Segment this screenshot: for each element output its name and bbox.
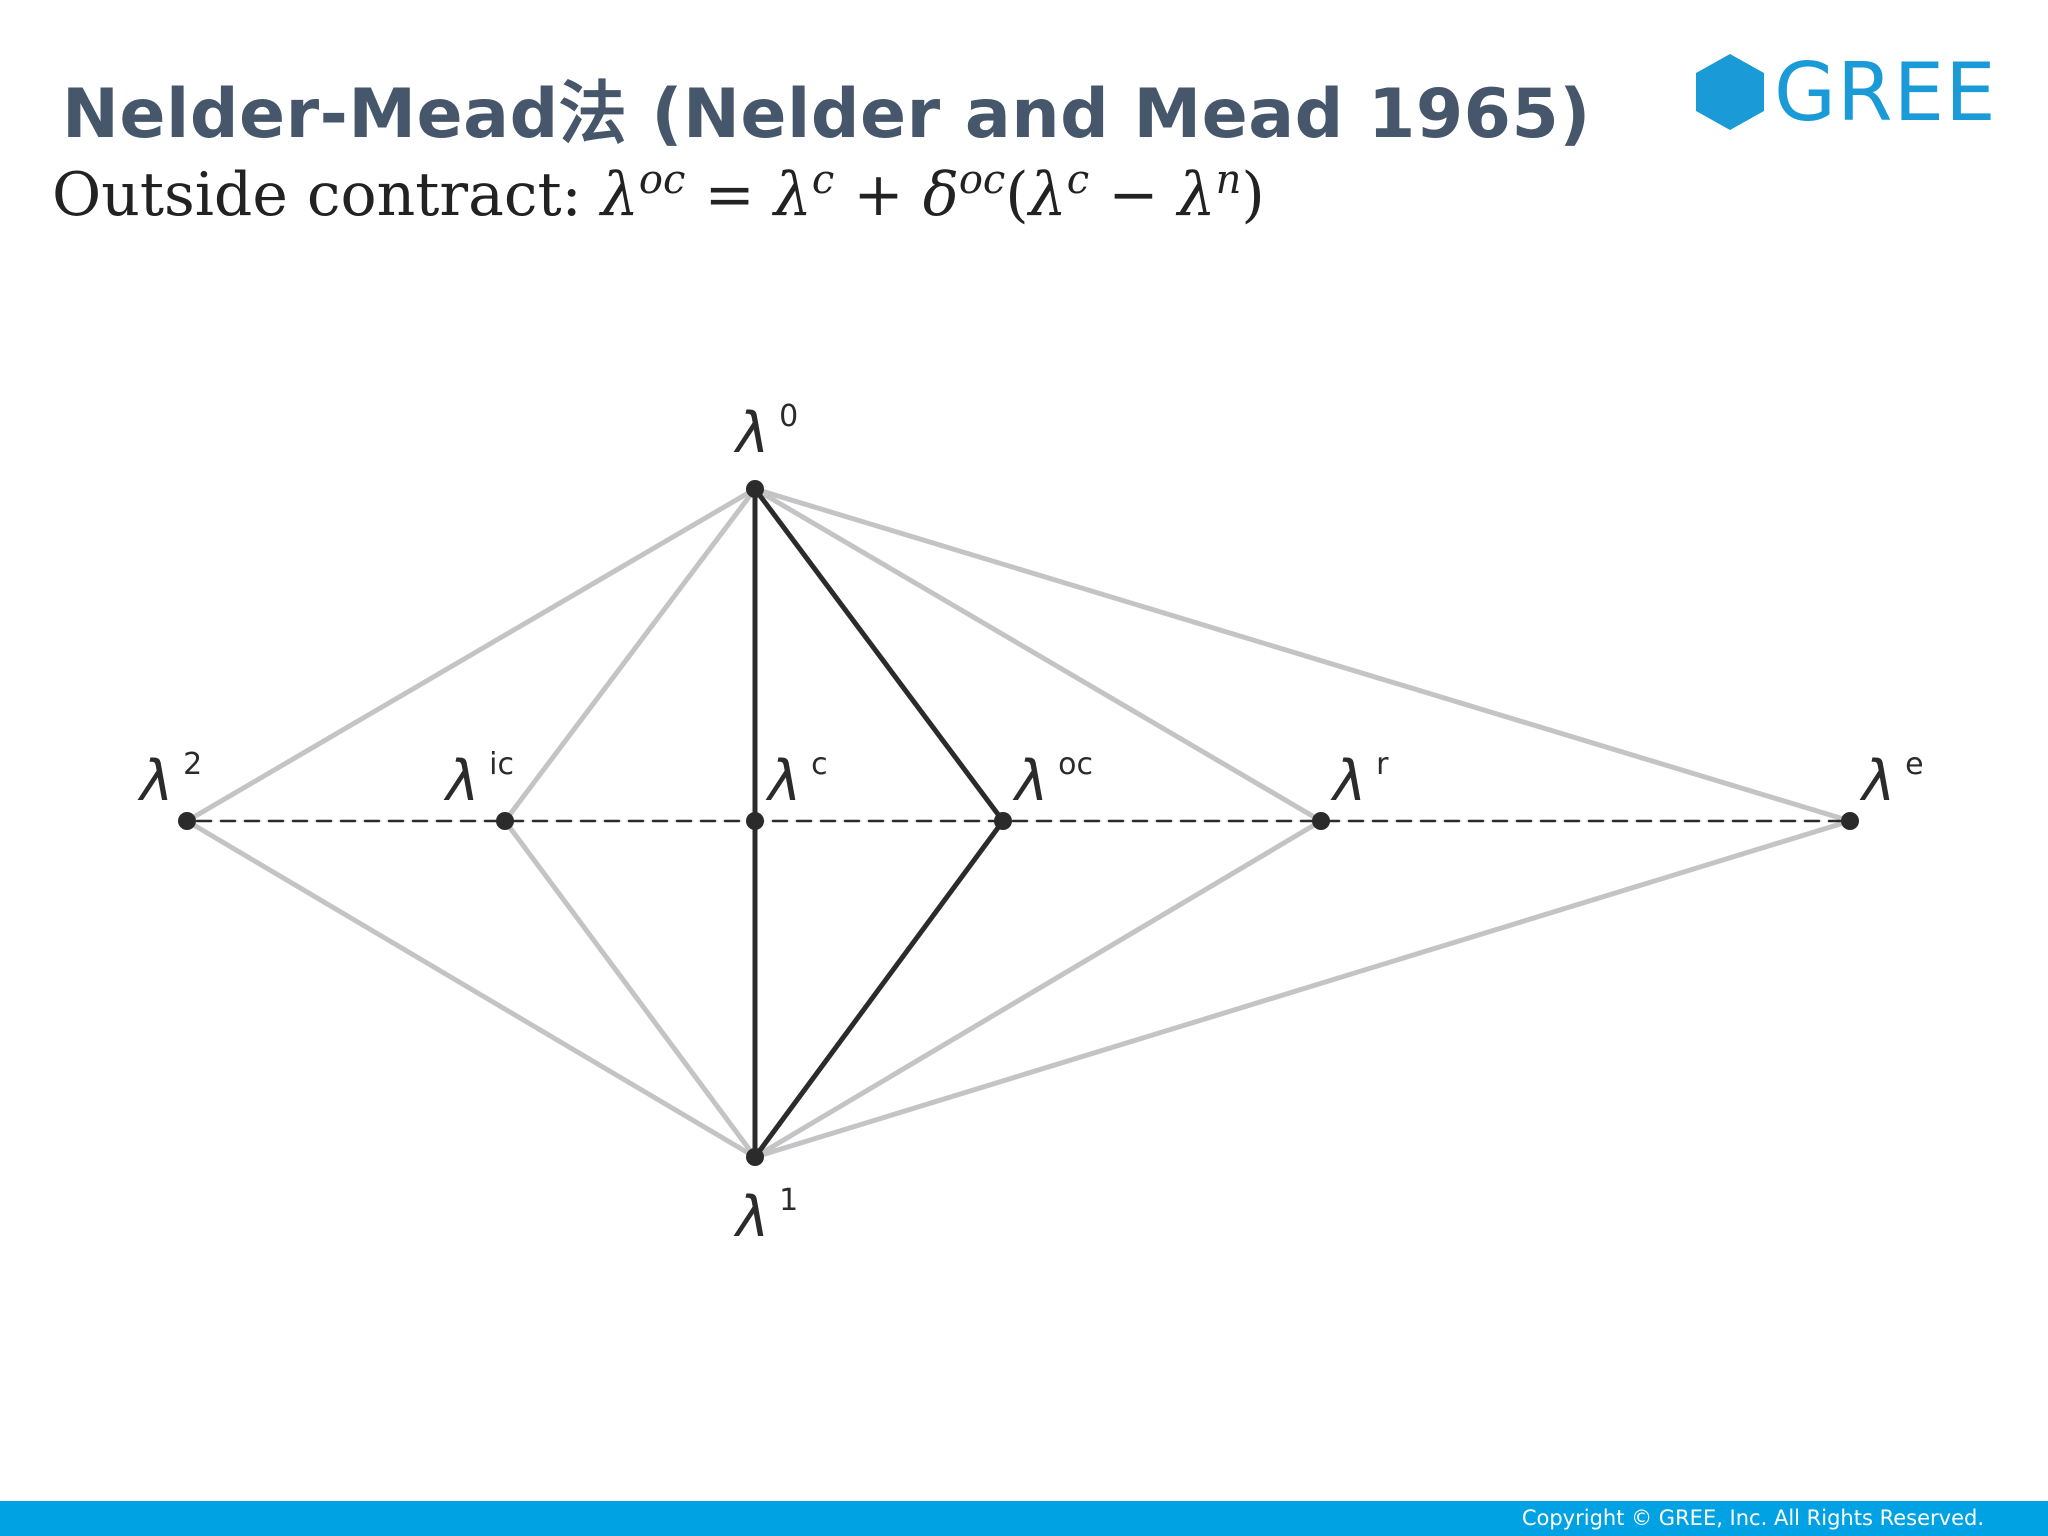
point-l1 <box>746 1148 764 1166</box>
formula-open-paren: ( <box>1005 160 1029 230</box>
label-lr-symbol: λ <box>1330 749 1366 814</box>
copyright-text: Copyright © GREE, Inc. All Rights Reserv… <box>1521 1506 1984 1530</box>
edge-l1-lr <box>752 818 1324 1160</box>
label-l1-symbol: λ <box>733 1185 769 1250</box>
formula-label: Outside contract: <box>52 160 582 230</box>
label-l1-superscript: 1 <box>779 1183 798 1218</box>
footer-bar: Copyright © GREE, Inc. All Rights Reserv… <box>0 1501 2048 1536</box>
formula-plus: + <box>853 160 904 230</box>
label-le-symbol: λ <box>1859 749 1895 814</box>
formula-minus: − <box>1108 160 1159 230</box>
point-lr <box>1312 812 1330 830</box>
formula-delta: δ <box>922 160 959 230</box>
label-l2-symbol: λ <box>137 749 173 814</box>
label-lr-superscript: r <box>1376 747 1389 782</box>
label-l0-superscript: 0 <box>779 399 798 434</box>
label-loc-superscript: oc <box>1058 747 1093 782</box>
point-loc <box>994 812 1012 830</box>
hexagon-logo-icon <box>1696 54 1764 130</box>
formula-lhs-sup: oc <box>638 157 686 203</box>
edge-l1-loc <box>752 818 1006 1160</box>
formula-term3-sup: n <box>1215 157 1242 203</box>
formula-term3: λ <box>1177 160 1216 230</box>
formula-term1: λ <box>773 160 812 230</box>
edge-l0-lic <box>502 486 758 824</box>
edge-l0-le <box>752 486 1853 824</box>
point-le <box>1841 812 1859 830</box>
label-l0-symbol: λ <box>733 401 769 466</box>
point-l0 <box>746 480 764 498</box>
edge-l1-lic <box>502 818 758 1160</box>
edge-l0-lr <box>752 486 1324 824</box>
point-lic <box>496 812 514 830</box>
formula-term2: λ <box>1028 160 1067 230</box>
gree-logo: GREE <box>1694 46 1997 139</box>
label-loc-symbol: λ <box>1012 749 1048 814</box>
formula-delta-sup: oc <box>958 157 1006 203</box>
logo-text: GREE <box>1774 46 1997 139</box>
edge-l0-l2 <box>184 486 758 824</box>
formula-term2-sup: c <box>1066 157 1090 203</box>
formula-equals: = <box>704 160 755 230</box>
formula-term1-sup: c <box>811 157 835 203</box>
label-lic-superscript: ic <box>489 747 514 782</box>
label-lic-symbol: λ <box>443 749 479 814</box>
edge-l1-le <box>752 818 1853 1160</box>
label-lc-superscript: c <box>811 747 828 782</box>
edge-l1-l2 <box>184 818 758 1160</box>
formula-close-paren: ) <box>1241 160 1265 230</box>
label-l2-superscript: 2 <box>183 747 202 782</box>
label-lc-symbol: λ <box>765 749 801 814</box>
point-lc <box>746 812 764 830</box>
formula: Outside contract: λoc = λc + δoc(λc − λn… <box>52 160 1265 230</box>
formula-lhs: λ <box>600 160 639 230</box>
edge-l0-loc <box>752 486 1006 824</box>
label-le-superscript: e <box>1905 747 1923 782</box>
point-l2 <box>178 812 196 830</box>
slide-title: Nelder-Mead法 (Nelder and Mead 1965) <box>62 75 1591 154</box>
